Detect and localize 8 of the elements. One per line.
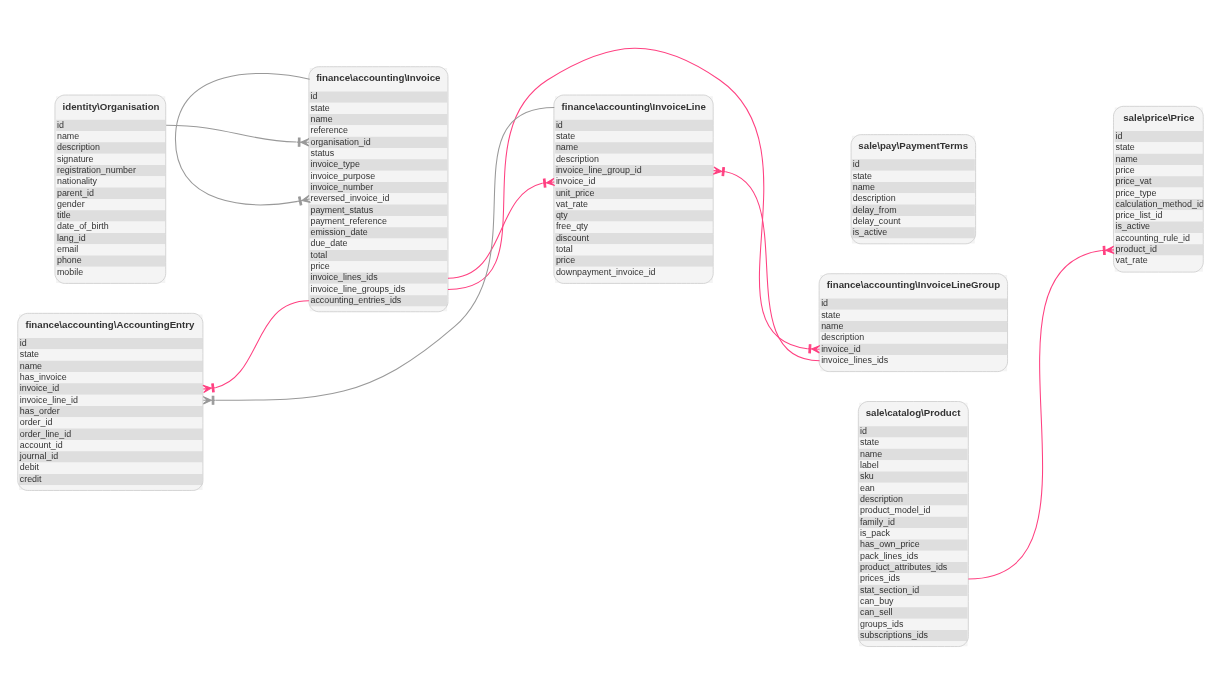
node-text: sale\catalog\Product id state name label sku ean description product_model_id family_id is_pack has_own_price pack_lines_ids product_attributes_ids prices_ids stat_section_id can_buy can_sell groups_ids subscriptions_ids [859, 406, 961, 640]
connector [712, 165, 821, 361]
connector [447, 177, 556, 279]
connector [174, 72, 311, 206]
connector [165, 124, 310, 147]
connector [202, 299, 310, 393]
connector [967, 245, 1115, 580]
connector [447, 47, 821, 353]
